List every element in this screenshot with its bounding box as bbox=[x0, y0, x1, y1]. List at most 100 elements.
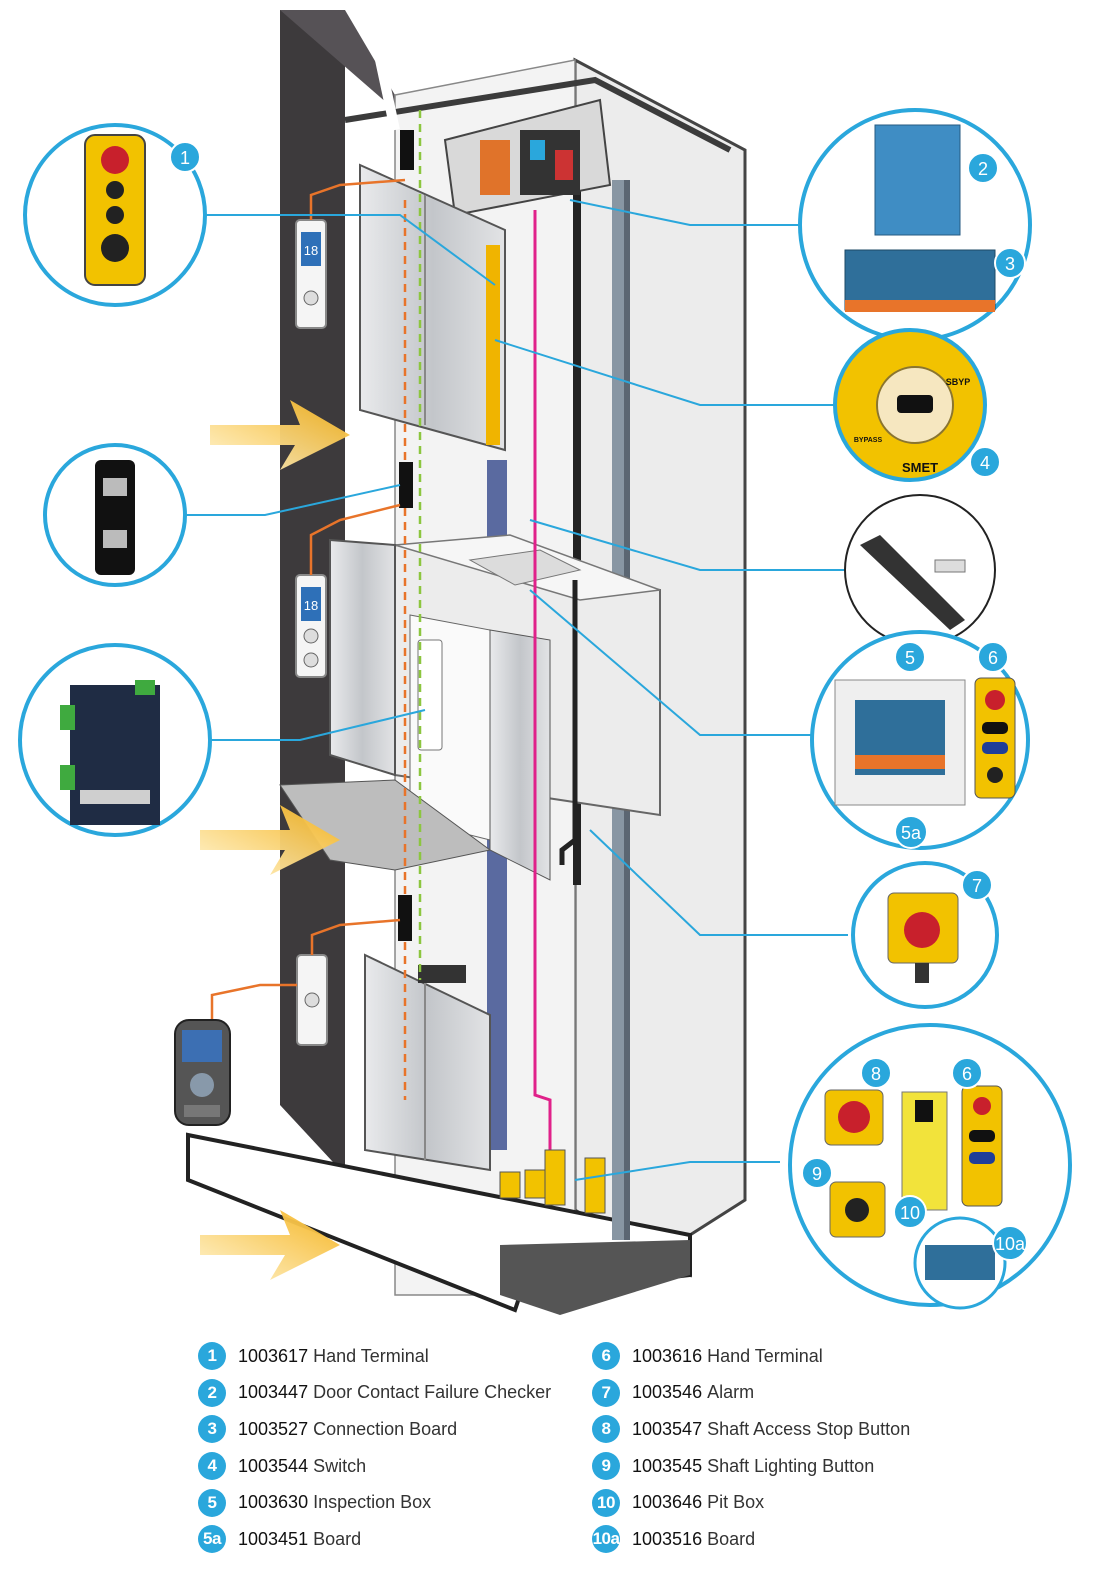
callout-badge-9: 9 bbox=[801, 1157, 833, 1189]
callout-circle-5-6 bbox=[810, 630, 1030, 850]
legend-desc: Door Contact Failure Checker bbox=[313, 1382, 552, 1403]
callout-badge-6: 6 bbox=[977, 641, 1009, 673]
callout-lines bbox=[185, 199, 848, 1181]
callout-circle-7 bbox=[851, 861, 999, 1009]
callout-badge-1: 1 bbox=[169, 141, 201, 173]
legend-number: 4 bbox=[198, 1452, 226, 1481]
callout-badge-2: 2 bbox=[967, 152, 999, 184]
hall-panel-mid bbox=[295, 574, 327, 678]
callout-badge-6b: 6 bbox=[951, 1057, 983, 1089]
callout-badge-8: 8 bbox=[860, 1057, 892, 1089]
legend-code: 1003617 bbox=[238, 1345, 309, 1366]
callout-badge-4: 4 bbox=[969, 446, 1001, 478]
legend-number: 6 bbox=[592, 1342, 620, 1371]
controller-cabinet bbox=[443, 98, 612, 217]
legend-code: 1003545 bbox=[632, 1455, 703, 1476]
hall-panel-top bbox=[295, 219, 327, 329]
callout-circle-8-10 bbox=[788, 1023, 1072, 1310]
callout-circle-door-detector bbox=[43, 443, 187, 587]
legend-code: 1003451 bbox=[238, 1528, 309, 1549]
legend-number: 7 bbox=[592, 1378, 620, 1407]
switch-bypass-label: BYPASS bbox=[854, 437, 883, 444]
svg-text:10a: 10a bbox=[995, 1234, 1026, 1254]
floor-display-top: 18 bbox=[304, 243, 318, 258]
legend-desc: Hand Terminal bbox=[707, 1345, 823, 1366]
legend-code: 1003630 bbox=[238, 1492, 309, 1513]
svg-text:6: 6 bbox=[962, 1064, 972, 1084]
svg-text:7: 7 bbox=[972, 876, 982, 896]
magenta-wire bbox=[533, 210, 552, 1155]
landing-door-top bbox=[359, 163, 506, 452]
callout-circle-controller-board bbox=[18, 643, 212, 837]
switch-mode-label: SBYP bbox=[946, 377, 971, 387]
shaft-frame-edge bbox=[344, 76, 732, 153]
svg-text:1: 1 bbox=[180, 148, 190, 168]
hand-terminal-wire bbox=[210, 983, 297, 1020]
callout-badge-3: 3 bbox=[994, 247, 1026, 279]
door-contact-sensor-bottom bbox=[398, 895, 412, 941]
legend-number: 8 bbox=[592, 1415, 620, 1444]
legend-desc: Switch bbox=[313, 1455, 367, 1476]
shaft-wall-top bbox=[280, 10, 395, 110]
blue-circuit-board-icon bbox=[874, 124, 961, 236]
svg-text:10: 10 bbox=[900, 1203, 920, 1223]
svg-text:2: 2 bbox=[978, 159, 988, 179]
legend-desc: Shaft Access Stop Button bbox=[707, 1418, 911, 1439]
svg-text:3: 3 bbox=[1005, 254, 1015, 274]
legend-code: 1003616 bbox=[632, 1345, 703, 1366]
legend-code: 1003447 bbox=[238, 1382, 309, 1403]
callout-circle-2-3 bbox=[798, 108, 1032, 342]
svg-text:5: 5 bbox=[905, 648, 915, 668]
legend-code: 1003546 bbox=[632, 1382, 703, 1403]
legend-number: 1 bbox=[198, 1342, 226, 1371]
travelling-cable bbox=[559, 580, 578, 865]
floor-display-mid: 18 bbox=[304, 598, 318, 613]
hall-wire-bottom bbox=[310, 918, 401, 955]
elevator-shaft-diagram: 18 18 bbox=[18, 10, 1072, 1315]
legend-code: 1003544 bbox=[238, 1455, 309, 1476]
callout-badge-5: 5 bbox=[894, 641, 926, 673]
legend-number: 5a bbox=[198, 1525, 226, 1554]
callout-circle-door-sensor bbox=[844, 494, 996, 646]
hand-terminal-device bbox=[174, 1019, 231, 1126]
switch-brand: SMET bbox=[902, 460, 938, 475]
callout-circle-4 bbox=[833, 328, 987, 482]
legend-number: 9 bbox=[592, 1452, 620, 1481]
legend-desc: Hand Terminal bbox=[313, 1345, 429, 1366]
legend-desc: Alarm bbox=[707, 1382, 755, 1403]
legend-desc: Inspection Box bbox=[313, 1492, 432, 1513]
svg-text:8: 8 bbox=[871, 1064, 881, 1084]
legend-code: 1003516 bbox=[632, 1528, 703, 1549]
legend-desc: Board bbox=[707, 1528, 756, 1549]
legend-code: 1003527 bbox=[238, 1418, 309, 1439]
landing-arrow-bottom bbox=[200, 1210, 340, 1280]
counterweight-rail bbox=[573, 185, 581, 885]
callout-badge-10a: 10a bbox=[992, 1225, 1028, 1261]
svg-text:6: 6 bbox=[988, 648, 998, 668]
legend-number: 5 bbox=[198, 1488, 226, 1517]
legend-number: 10 bbox=[592, 1488, 620, 1517]
car-operating-panel bbox=[417, 639, 443, 751]
grey-cable bbox=[375, 58, 400, 132]
pit-devices bbox=[499, 1149, 606, 1214]
hall-wire-top bbox=[309, 178, 406, 220]
landing-arrow-mid bbox=[200, 805, 340, 875]
legend-desc: Connection Board bbox=[313, 1418, 458, 1439]
legend-desc: Shaft Lighting Button bbox=[707, 1455, 875, 1476]
legend-desc: Board bbox=[313, 1528, 362, 1549]
hall-wire-mid bbox=[309, 503, 401, 575]
